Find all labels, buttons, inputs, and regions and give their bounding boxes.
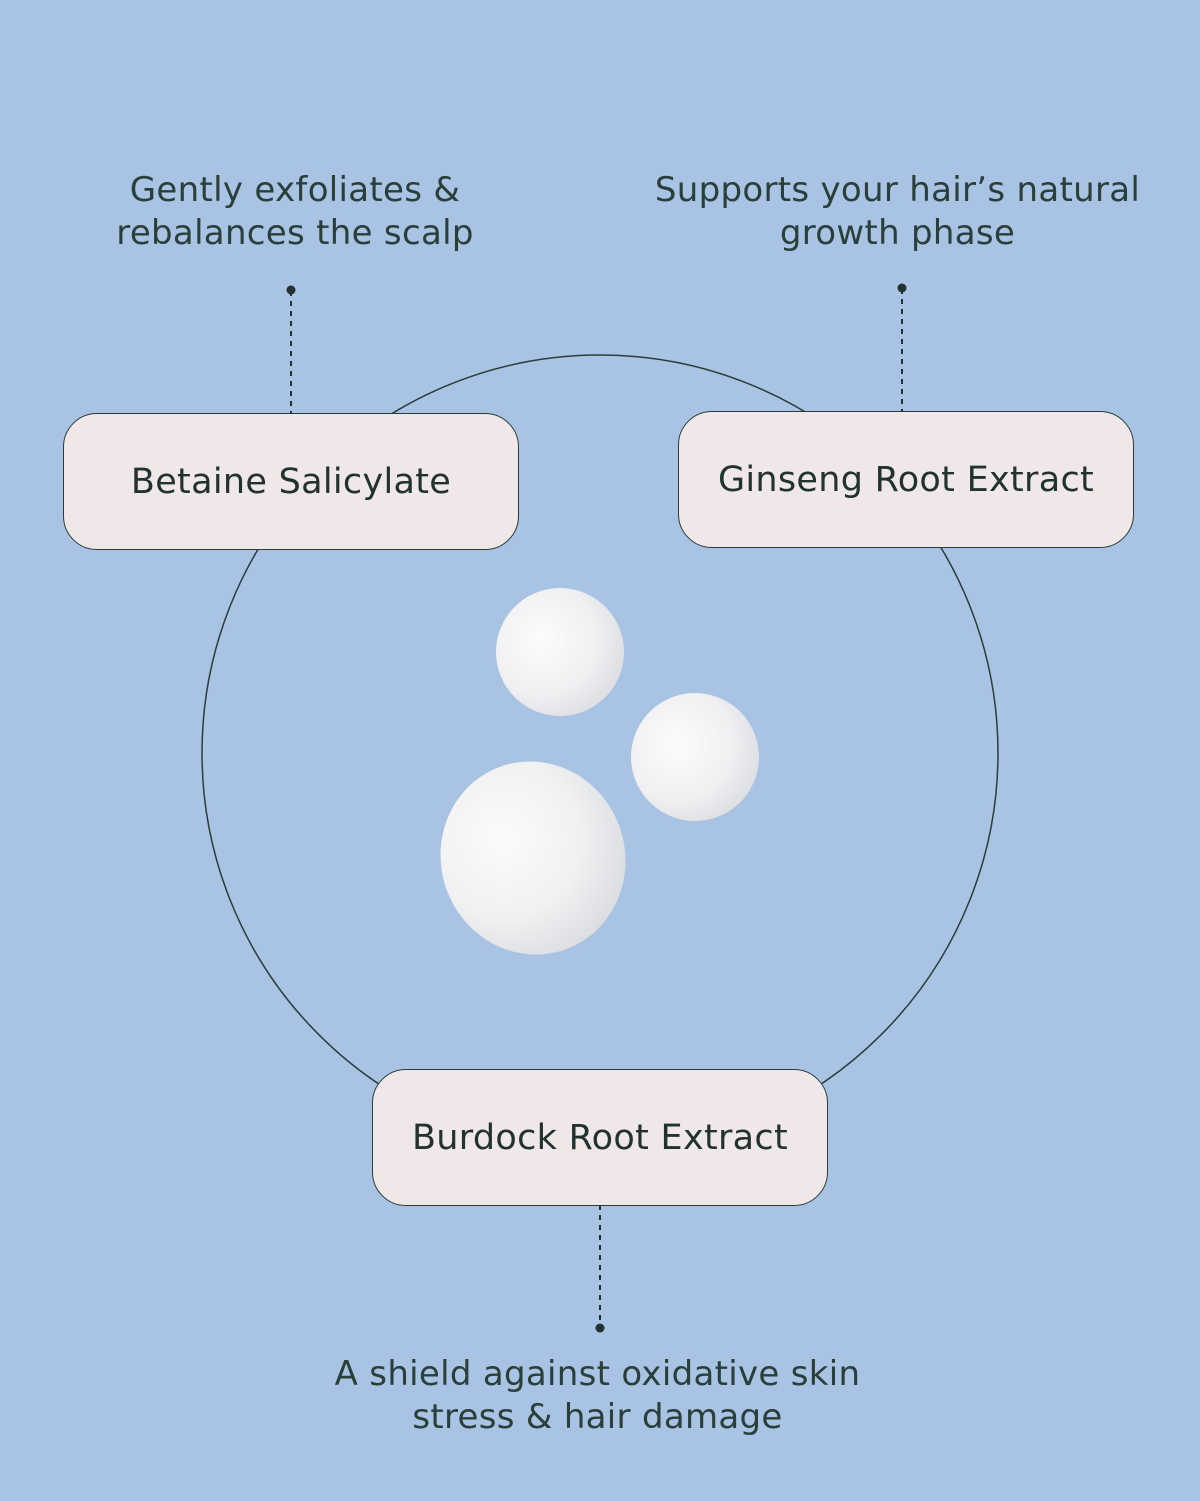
- foam-sphere: [440, 761, 626, 955]
- description-line: A shield against oxidative skin: [334, 1354, 861, 1394]
- connector-burdock: [595, 1205, 605, 1333]
- description-ginseng: Supports your hair’s natural growth phas…: [645, 169, 1150, 255]
- foam-sphere: [496, 588, 624, 716]
- ingredient-node-betaine: Betaine Salicylate: [63, 413, 519, 550]
- foam-spheres-illustration: [440, 588, 759, 955]
- connector-dot: [286, 285, 296, 295]
- connector-dot: [897, 283, 907, 293]
- ingredient-node-burdock: Burdock Root Extract: [372, 1069, 828, 1206]
- ingredient-node-ginseng: Ginseng Root Extract: [678, 411, 1134, 548]
- foam-sphere: [631, 693, 759, 821]
- description-line: growth phase: [779, 213, 1016, 253]
- description-betaine: Gently exfoliates & rebalances the scalp: [95, 169, 495, 255]
- description-line: stress & hair damage: [412, 1397, 783, 1437]
- connector-dot: [595, 1323, 605, 1333]
- description-burdock: A shield against oxidative skin stress &…: [330, 1353, 865, 1439]
- connector-ginseng: [897, 283, 907, 412]
- description-line: Supports your hair’s natural: [654, 170, 1141, 210]
- description-line: Gently exfoliates &: [129, 170, 461, 210]
- description-line: rebalances the scalp: [116, 213, 474, 253]
- connector-betaine: [286, 285, 296, 414]
